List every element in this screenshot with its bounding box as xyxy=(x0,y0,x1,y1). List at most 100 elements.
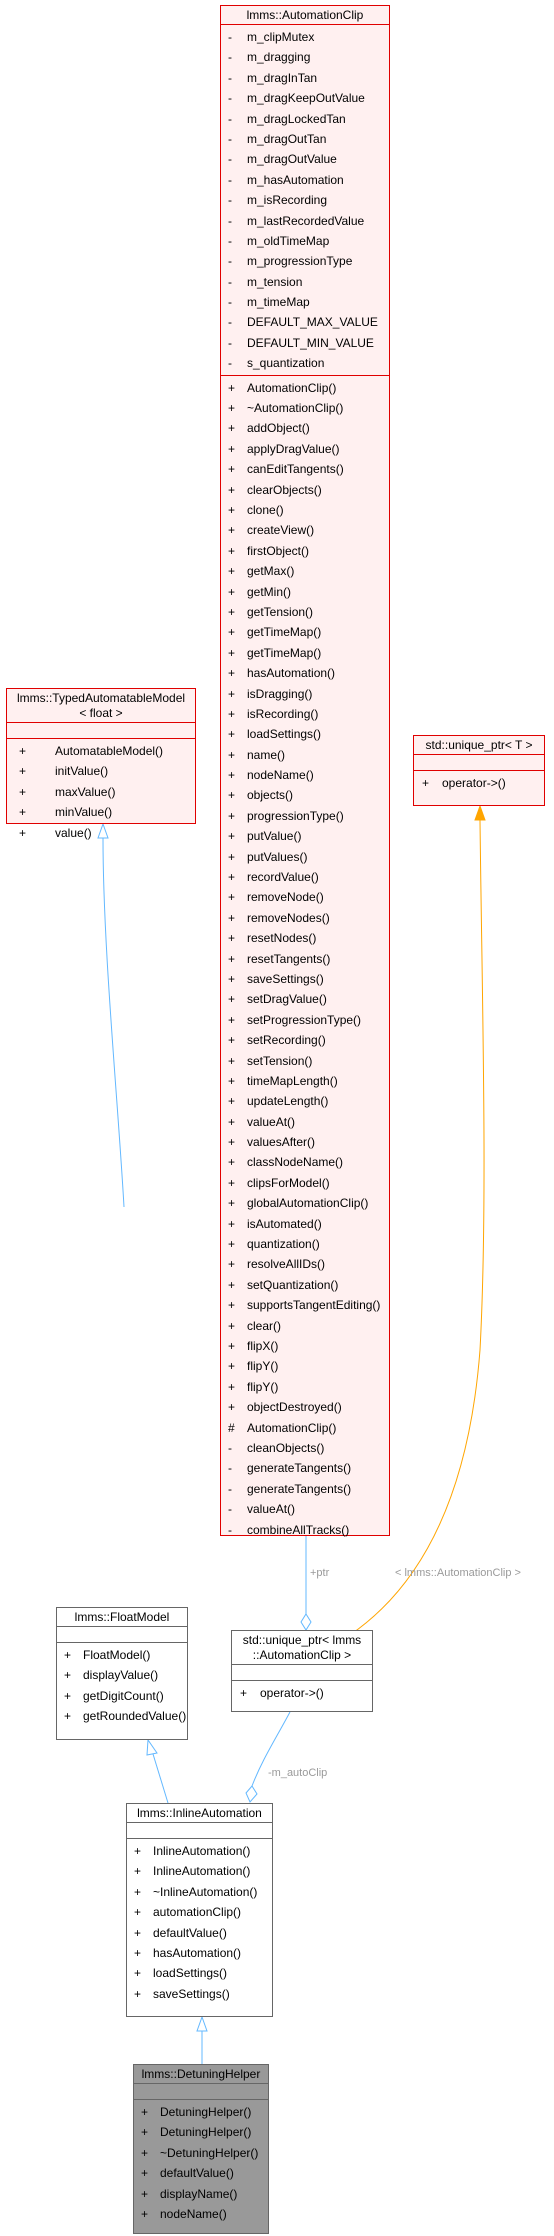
inline-automation-method-row[interactable]: +automationClip() xyxy=(127,1902,272,1922)
automation-clip-method-row[interactable]: -valueAt() xyxy=(221,1499,389,1519)
automation-clip-method-row[interactable]: +~AutomationClip() xyxy=(221,398,389,418)
automation-clip-method-row[interactable]: +flipY() xyxy=(221,1356,389,1376)
class-inline-automation[interactable]: lmms::InlineAutomation +InlineAutomation… xyxy=(126,1803,273,2017)
automation-clip-attribute-row[interactable]: -m_timeMap xyxy=(221,292,389,312)
automation-clip-method-row[interactable]: +objects() xyxy=(221,785,389,805)
class-detuning-helper[interactable]: lmms::DetuningHelper +DetuningHelper()+D… xyxy=(133,2064,269,2234)
automation-clip-attribute-row[interactable]: -m_dragKeepOutValue xyxy=(221,88,389,108)
detuning-helper-method-row[interactable]: +DetuningHelper() xyxy=(134,2102,268,2122)
automation-clip-method-row[interactable]: +resetNodes() xyxy=(221,928,389,948)
typed-model-method-row[interactable]: +AutomatableModel() xyxy=(7,741,195,761)
inline-automation-method-row[interactable]: +defaultValue() xyxy=(127,1923,272,1943)
automation-clip-method-row[interactable]: +nodeName() xyxy=(221,765,389,785)
automation-clip-method-row[interactable]: +getMax() xyxy=(221,561,389,581)
automation-clip-method-row[interactable]: +removeNode() xyxy=(221,887,389,907)
float-model-method-row[interactable]: +FloatModel() xyxy=(57,1645,187,1665)
automation-clip-method-row[interactable]: +name() xyxy=(221,745,389,765)
automation-clip-method-row[interactable]: +getTension() xyxy=(221,602,389,622)
float-model-method-row[interactable]: +displayValue() xyxy=(57,1665,187,1685)
detuning-helper-method-row[interactable]: +nodeName() xyxy=(134,2204,268,2224)
typed-model-method-row[interactable]: +maxValue() xyxy=(7,782,195,802)
automation-clip-attribute-row[interactable]: -s_quantization xyxy=(221,353,389,373)
automation-clip-method-row[interactable]: +flipX() xyxy=(221,1336,389,1356)
class-float-model[interactable]: lmms::FloatModel +FloatModel()+displayVa… xyxy=(56,1607,188,1740)
automation-clip-attribute-row[interactable]: -m_clipMutex xyxy=(221,27,389,47)
inline-automation-method-row[interactable]: +~InlineAutomation() xyxy=(127,1882,272,1902)
typed-model-method-row[interactable]: +value() xyxy=(7,823,195,843)
automation-clip-method-row[interactable]: +addObject() xyxy=(221,418,389,438)
automation-clip-attribute-row[interactable]: -m_dragInTan xyxy=(221,68,389,88)
detuning-helper-method-row[interactable]: +displayName() xyxy=(134,2184,268,2204)
automation-clip-method-row[interactable]: +recordValue() xyxy=(221,867,389,887)
automation-clip-attribute-row[interactable]: -m_hasAutomation xyxy=(221,170,389,190)
automation-clip-method-row[interactable]: +canEditTangents() xyxy=(221,459,389,479)
typed-model-method-row[interactable]: +minValue() xyxy=(7,802,195,822)
automation-clip-method-row[interactable]: +quantization() xyxy=(221,1234,389,1254)
automation-clip-method-row[interactable]: +clone() xyxy=(221,500,389,520)
automation-clip-method-row[interactable]: +getTimeMap() xyxy=(221,622,389,642)
automation-clip-attribute-row[interactable]: -DEFAULT_MIN_VALUE xyxy=(221,333,389,353)
class-unique-ptr-automation-clip[interactable]: std::unique_ptr< lmms ::AutomationClip >… xyxy=(231,1630,373,1712)
class-automation-clip[interactable]: lmms::AutomationClip -m_clipMutex-m_drag… xyxy=(220,5,390,1537)
automation-clip-attribute-row[interactable]: -m_dragOutValue xyxy=(221,149,389,169)
inline-automation-method-row[interactable]: +loadSettings() xyxy=(127,1963,272,1983)
automation-clip-method-row[interactable]: +clearObjects() xyxy=(221,480,389,500)
automation-clip-method-row[interactable]: +removeNodes() xyxy=(221,908,389,928)
automation-clip-attribute-row[interactable]: -m_dragging xyxy=(221,47,389,67)
automation-clip-method-row[interactable]: -combineAllTracks() xyxy=(221,1520,389,1540)
inline-automation-method-row[interactable]: +saveSettings() xyxy=(127,1984,272,2004)
automation-clip-method-row[interactable]: +setDragValue() xyxy=(221,989,389,1009)
unique-ptr-clip-method-row[interactable]: +operator->() xyxy=(232,1683,372,1703)
automation-clip-attribute-row[interactable]: -m_tension xyxy=(221,272,389,292)
float-model-method-row[interactable]: +getRoundedValue() xyxy=(57,1706,187,1726)
automation-clip-method-row[interactable]: +clipsForModel() xyxy=(221,1173,389,1193)
automation-clip-method-row[interactable]: +saveSettings() xyxy=(221,969,389,989)
automation-clip-method-row[interactable]: +setQuantization() xyxy=(221,1275,389,1295)
automation-clip-method-row[interactable]: +resolveAllIDs() xyxy=(221,1254,389,1274)
detuning-helper-method-row[interactable]: +DetuningHelper() xyxy=(134,2122,268,2142)
unique-ptr-template-method-row[interactable]: +operator->() xyxy=(414,773,544,793)
automation-clip-method-row[interactable]: +isDragging() xyxy=(221,684,389,704)
typed-model-method-row[interactable]: +initValue() xyxy=(7,761,195,781)
class-unique-ptr-template[interactable]: std::unique_ptr< T > +operator->() xyxy=(413,735,545,806)
automation-clip-method-row[interactable]: +putValues() xyxy=(221,847,389,867)
class-typed-automatable-model[interactable]: lmms::TypedAutomatableModel < float > +A… xyxy=(6,688,196,840)
automation-clip-method-row[interactable]: +progressionType() xyxy=(221,806,389,826)
inline-automation-method-row[interactable]: +hasAutomation() xyxy=(127,1943,272,1963)
automation-clip-method-row[interactable]: +applyDragValue() xyxy=(221,439,389,459)
automation-clip-method-row[interactable]: +clear() xyxy=(221,1316,389,1336)
float-model-method-row[interactable]: +getDigitCount() xyxy=(57,1686,187,1706)
automation-clip-method-row[interactable]: +globalAutomationClip() xyxy=(221,1193,389,1213)
inline-automation-method-row[interactable]: +InlineAutomation() xyxy=(127,1841,272,1861)
automation-clip-method-row[interactable]: +resetTangents() xyxy=(221,949,389,969)
automation-clip-method-row[interactable]: +hasAutomation() xyxy=(221,663,389,683)
detuning-helper-method-row[interactable]: +defaultValue() xyxy=(134,2163,268,2183)
automation-clip-method-row[interactable]: +isAutomated() xyxy=(221,1214,389,1234)
automation-clip-method-row[interactable]: +setProgressionType() xyxy=(221,1010,389,1030)
automation-clip-method-row[interactable]: +valueAt() xyxy=(221,1112,389,1132)
automation-clip-attribute-row[interactable]: -DEFAULT_MAX_VALUE xyxy=(221,312,389,332)
automation-clip-method-row[interactable]: +firstObject() xyxy=(221,541,389,561)
automation-clip-method-row[interactable]: +timeMapLength() xyxy=(221,1071,389,1091)
automation-clip-method-row[interactable]: +getTimeMap() xyxy=(221,643,389,663)
automation-clip-attribute-row[interactable]: -m_dragOutTan xyxy=(221,129,389,149)
automation-clip-method-row[interactable]: +loadSettings() xyxy=(221,724,389,744)
automation-clip-method-row[interactable]: +valuesAfter() xyxy=(221,1132,389,1152)
automation-clip-method-row[interactable]: -cleanObjects() xyxy=(221,1438,389,1458)
detuning-helper-method-row[interactable]: +~DetuningHelper() xyxy=(134,2143,268,2163)
automation-clip-method-row[interactable]: +flipY() xyxy=(221,1377,389,1397)
automation-clip-attribute-row[interactable]: -m_isRecording xyxy=(221,190,389,210)
automation-clip-attribute-row[interactable]: -m_dragLockedTan xyxy=(221,109,389,129)
automation-clip-method-row[interactable]: -generateTangents() xyxy=(221,1479,389,1499)
inline-automation-method-row[interactable]: +InlineAutomation() xyxy=(127,1861,272,1881)
automation-clip-attribute-row[interactable]: -m_oldTimeMap xyxy=(221,231,389,251)
automation-clip-method-row[interactable]: +supportsTangentEditing() xyxy=(221,1295,389,1315)
automation-clip-method-row[interactable]: +getMin() xyxy=(221,582,389,602)
automation-clip-method-row[interactable]: +putValue() xyxy=(221,826,389,846)
automation-clip-method-row[interactable]: +objectDestroyed() xyxy=(221,1397,389,1417)
automation-clip-method-row[interactable]: #AutomationClip() xyxy=(221,1418,389,1438)
automation-clip-method-row[interactable]: +createView() xyxy=(221,520,389,540)
automation-clip-method-row[interactable]: +isRecording() xyxy=(221,704,389,724)
automation-clip-method-row[interactable]: +setRecording() xyxy=(221,1030,389,1050)
automation-clip-attribute-row[interactable]: -m_progressionType xyxy=(221,251,389,271)
